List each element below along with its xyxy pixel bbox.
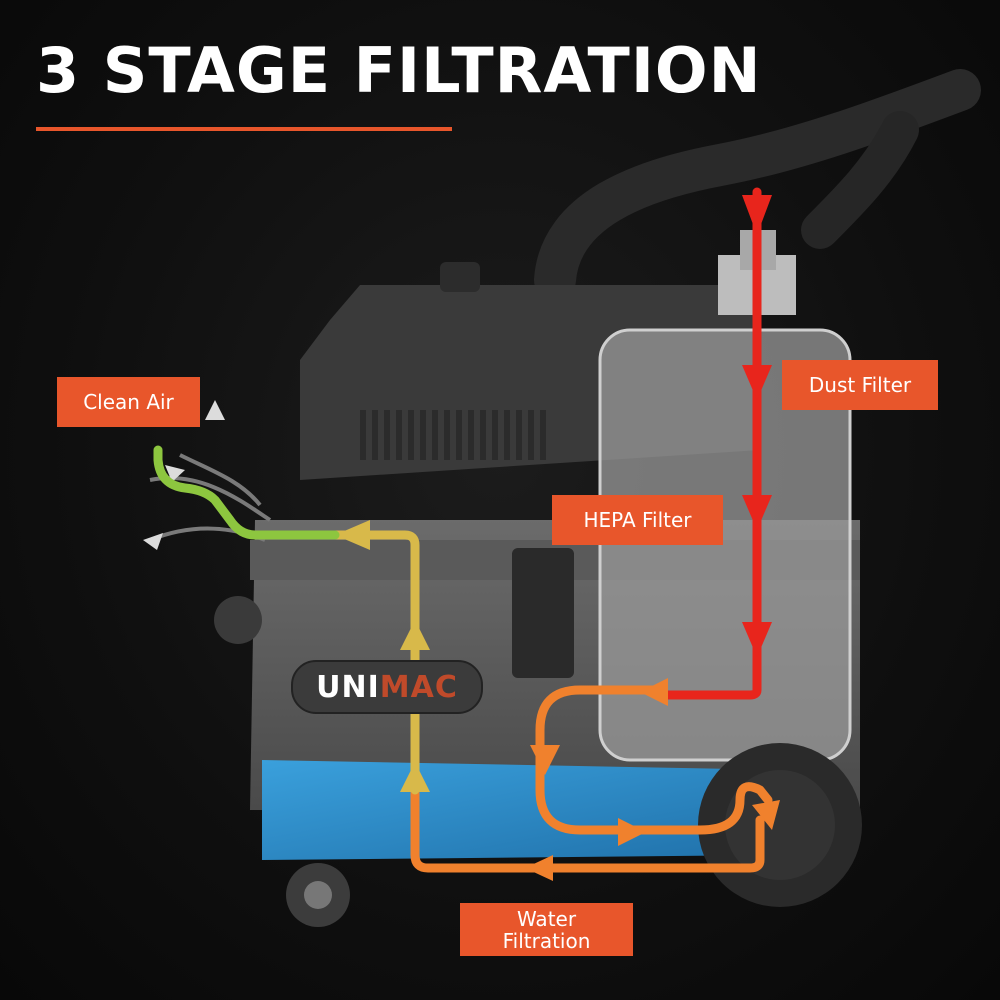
water-filtration-label: Water Filtration — [460, 903, 633, 956]
vent-grille — [360, 410, 546, 460]
water-filtration-label-line2: Filtration — [502, 928, 591, 953]
brand-logo-suffix: MAC — [379, 669, 458, 705]
intake-flow-path — [655, 187, 762, 700]
brand-logo-prefix: UNI — [316, 669, 380, 705]
title-underline — [36, 127, 452, 131]
water-return-path — [410, 785, 765, 873]
page-title: 3 STAGE FILTRATION — [36, 34, 762, 107]
water-tank — [262, 760, 800, 860]
filter-housing — [598, 328, 852, 762]
exhaust-flow-path — [325, 530, 420, 795]
clean-air-label: Clean Air — [57, 377, 200, 427]
clean-air-flow-path — [153, 445, 340, 540]
water-flow-path — [535, 685, 773, 835]
vacuum-hose — [534, 69, 981, 301]
hepa-filter-label: HEPA Filter — [552, 495, 723, 545]
dust-filter-label: Dust Filter — [782, 360, 938, 410]
water-filtration-label-line1: Water — [516, 906, 577, 931]
